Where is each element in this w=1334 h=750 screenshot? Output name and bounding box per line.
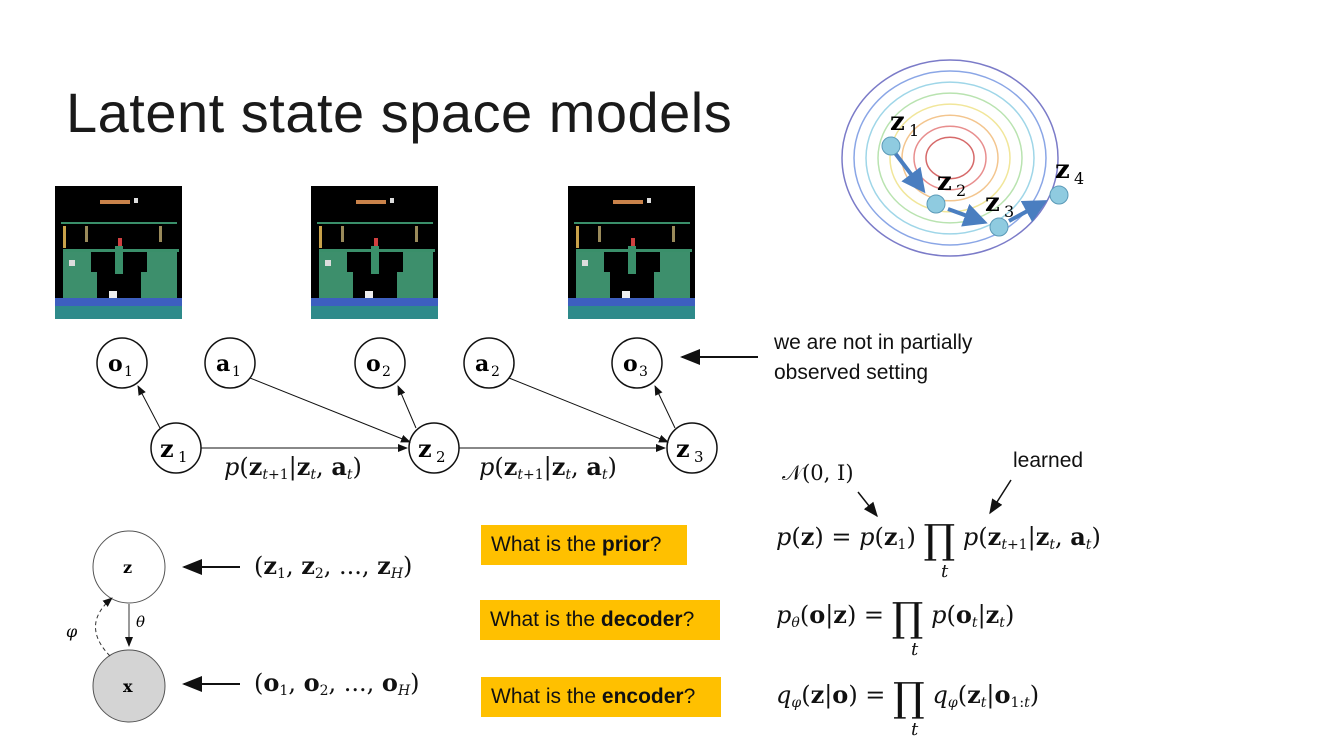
svg-text:o: o — [366, 351, 381, 377]
svg-text:3: 3 — [1004, 202, 1014, 221]
svg-text:3: 3 — [694, 448, 704, 466]
svg-text:o: o — [108, 351, 123, 377]
action-node-1: a 1 — [204, 337, 256, 389]
orbit-ring — [901, 114, 999, 202]
obs-node-3: o 3 — [611, 337, 663, 389]
encoder-equation: qφ(z|o) = ∏ qφ(zt|o1:t) t — [776, 675, 1040, 740]
edge-z2-o2 — [397, 385, 417, 429]
vae-theta: θ — [136, 613, 145, 631]
orbit-arrows — [893, 151, 1048, 227]
normal-annotation: 𝒩(0, I) — [782, 461, 854, 485]
orbit-point-4 — [1049, 185, 1069, 205]
edge-z3-o3 — [654, 385, 676, 429]
svg-text:1: 1 — [124, 364, 133, 380]
learned-arrow — [989, 479, 1012, 515]
edge-a1-z2 — [249, 377, 411, 443]
svg-text:z: z — [676, 434, 690, 463]
note-line-1: we are not in partially — [774, 331, 973, 354]
decoder-question: What is the decoder? — [480, 600, 720, 640]
svg-text:z: z — [1055, 155, 1070, 185]
orbit-ring — [877, 92, 1023, 224]
learned-annotation: learned — [1013, 449, 1084, 472]
prior-equation: p(z) = p(z1) ∏ p(zt+1|zt, at) t — [776, 517, 1101, 582]
partial-observation-note: we are not in partially observed setting — [774, 328, 972, 388]
note-line-2: observed setting — [774, 361, 929, 384]
svg-text:z: z — [937, 167, 952, 197]
observed-sequence: (o1, o2, ..., oH) — [254, 668, 420, 699]
normal-arrow — [857, 491, 878, 518]
svg-text:4: 4 — [1074, 169, 1084, 188]
orbit-point-1 — [881, 136, 901, 156]
svg-text:a: a — [475, 351, 489, 377]
svg-text:1: 1 — [909, 121, 919, 140]
vae-observed-node: x — [92, 649, 166, 723]
orbit-ring — [853, 70, 1047, 246]
transition-label-1: p(zt+1|zt, at) — [224, 452, 362, 483]
vae-phi: φ — [66, 622, 78, 641]
decoder-equation: pθ(o|z) = ∏ p(ot|zt) t — [776, 595, 1015, 660]
orbit-point-2 — [926, 194, 946, 214]
orbit-ring — [841, 59, 1059, 257]
orbit-ring — [925, 136, 975, 180]
edge-a2-z3 — [508, 377, 669, 443]
action-node-2: a 2 — [463, 337, 515, 389]
svg-text:2: 2 — [382, 364, 391, 380]
svg-text:a: a — [216, 351, 230, 377]
svg-text:1: 1 — [178, 448, 188, 466]
state-node-3: z 3 — [666, 422, 718, 474]
obs-node-1: o 1 — [96, 337, 148, 389]
svg-text:z: z — [890, 107, 905, 137]
orbit-ring — [865, 81, 1035, 235]
vae-encoder-edge — [95, 597, 113, 657]
svg-text:z: z — [123, 558, 132, 577]
prior-question: What is the prior? — [481, 525, 687, 565]
obs-node-2: o 2 — [354, 337, 406, 389]
svg-text:1: 1 — [232, 364, 241, 380]
svg-text:z: z — [985, 188, 1000, 218]
slide-title: Latent state space models — [66, 81, 733, 144]
orbit-point-3 — [989, 217, 1009, 237]
svg-text:o: o — [623, 351, 638, 377]
state-node-2: z 2 — [408, 422, 460, 474]
orbit-ring — [913, 125, 987, 191]
svg-text:2: 2 — [491, 364, 500, 380]
vae-latent-node: z — [92, 530, 166, 604]
svg-text:x: x — [123, 677, 133, 696]
svg-text:z: z — [418, 434, 432, 463]
edge-z1-o1 — [137, 385, 161, 429]
svg-text:2: 2 — [956, 181, 966, 200]
svg-text:z: z — [160, 434, 174, 463]
svg-text:3: 3 — [639, 364, 648, 380]
svg-text:2: 2 — [436, 448, 446, 466]
transition-label-2: p(zt+1|zt, at) — [479, 452, 617, 483]
encoder-question: What is the encoder? — [481, 677, 721, 717]
latent-sequence: (z1, z2, ..., zH) — [254, 551, 413, 582]
